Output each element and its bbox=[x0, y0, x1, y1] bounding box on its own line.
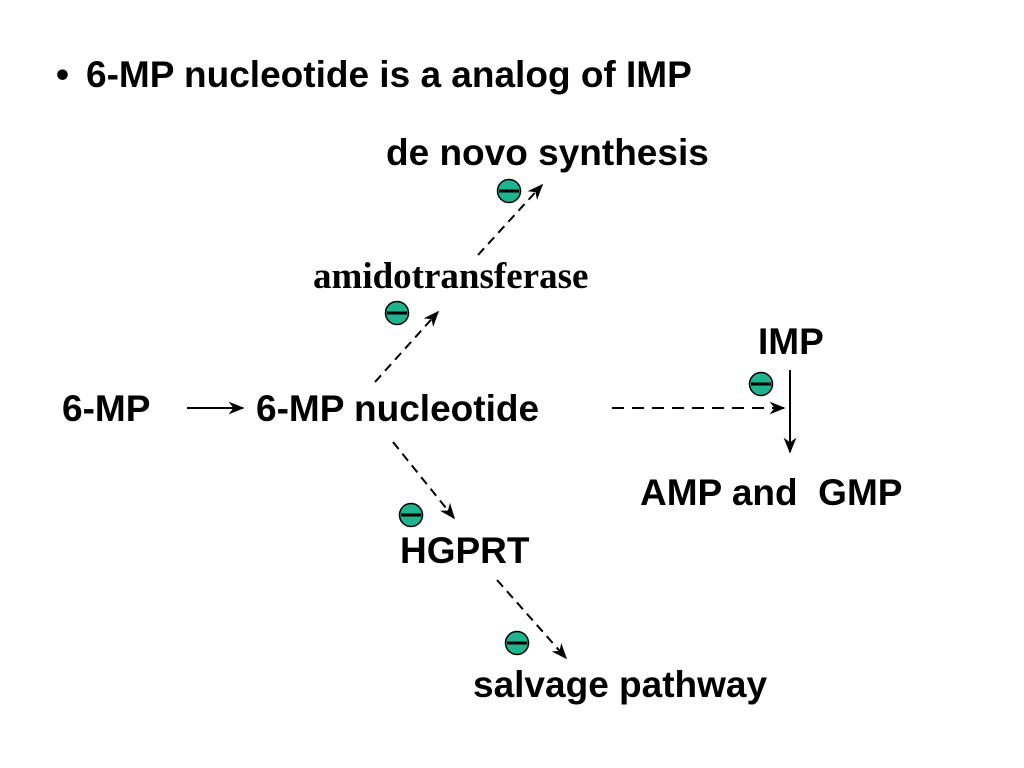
inhibitor-minus-icon bbox=[398, 502, 424, 528]
arrow-hgprt-to-salvage bbox=[496, 579, 568, 660]
bullet-line: • 6-MP nucleotide is a analog of IMP bbox=[56, 54, 692, 96]
inhibitor-minus-icon bbox=[748, 371, 774, 397]
amp-gmp-label: AMP and GMP bbox=[640, 472, 903, 513]
inhibitor-minus-icon bbox=[496, 178, 522, 204]
salvage-pathway-label: salvage pathway bbox=[473, 664, 768, 705]
imp-label: IMP bbox=[758, 321, 824, 362]
6mp-label: 6-MP bbox=[62, 388, 151, 429]
bullet-text: 6-MP nucleotide is a analog of IMP bbox=[86, 54, 692, 95]
arrow-nucleotide-to-hgprt bbox=[392, 441, 456, 520]
bullet-symbol: • bbox=[56, 54, 69, 95]
6mp-nucleotide-label: 6-MP nucleotide bbox=[256, 388, 540, 429]
amidotransferase-label: amidotransferase bbox=[313, 256, 589, 297]
hgprt-label: HGPRT bbox=[400, 530, 530, 571]
arrow-nucleotide-to-amidotransferase bbox=[374, 310, 440, 383]
de-novo-synthesis-label: de novo synthesis bbox=[386, 132, 709, 173]
arrow-amidotransferase-to-denovo bbox=[477, 183, 544, 256]
inhibitor-minus-icon bbox=[504, 630, 530, 656]
inhibitor-minus-icon bbox=[384, 300, 410, 326]
